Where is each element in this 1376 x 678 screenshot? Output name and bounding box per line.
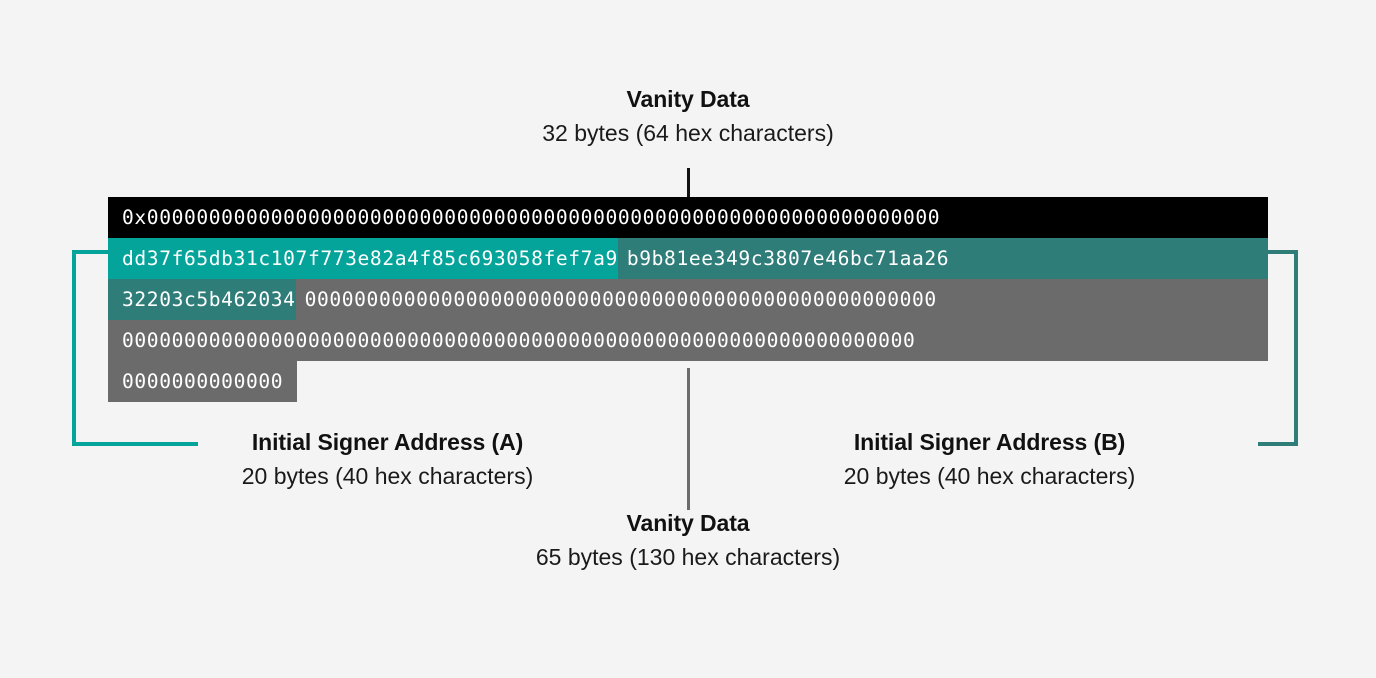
signer-a-title: Initial Signer Address (A) <box>251 429 524 455</box>
vanity-data-bottom-label: Vanity Data 65 bytes (130 hex characters… <box>408 512 968 569</box>
signer-a-label: Initial Signer Address (A) 20 bytes (40 … <box>110 431 665 488</box>
hex-row-1: 0x 0000000000000000000000000000000000000… <box>108 197 1268 238</box>
hex-row-4: 0000000000000000000000000000000000000000… <box>108 320 1268 361</box>
hex-row-4-zeros: 0000000000000000000000000000000000000000… <box>108 320 930 361</box>
connector-line-bottom-icon <box>687 368 690 510</box>
hex-row-1-prefix: 0x <box>108 197 147 238</box>
vanity-data-top-label: Vanity Data 32 bytes (64 hex characters) <box>408 88 968 145</box>
signer-b-subtitle: 20 bytes (40 hex characters) <box>843 463 1136 489</box>
hex-row-2-signer-b: b9b81ee349c3807e46bc71aa26 <box>617 238 964 279</box>
hex-row-1-zeros: 0000000000000000000000000000000000000000… <box>146 197 955 238</box>
signer-a-subtitle: 20 bytes (40 hex characters) <box>241 463 534 489</box>
signer-b-label: Initial Signer Address (B) 20 bytes (40 … <box>712 431 1267 488</box>
hex-row-3-zeros: 0000000000000000000000000000000000000000… <box>295 279 951 320</box>
signer-b-title: Initial Signer Address (B) <box>853 429 1126 455</box>
vanity-data-top-title: Vanity Data <box>626 86 750 112</box>
hex-row-3-signer-b: 32203c5b462034 <box>108 279 296 320</box>
hex-data-block: 0x 0000000000000000000000000000000000000… <box>108 197 1268 402</box>
hex-row-2-signer-a: dd37f65db31c107f773e82a4f85c693058fef7a9 <box>108 238 618 279</box>
hex-row-5-zeros: 0000000000000 <box>108 361 298 402</box>
vanity-data-top-subtitle: 32 bytes (64 hex characters) <box>542 120 834 146</box>
hex-row-3: 32203c5b462034 0000000000000000000000000… <box>108 279 1268 320</box>
hex-row-2: dd37f65db31c107f773e82a4f85c693058fef7a9… <box>108 238 1268 279</box>
vanity-data-bottom-subtitle: 65 bytes (130 hex characters) <box>535 544 841 570</box>
vanity-data-bottom-title: Vanity Data <box>626 510 750 536</box>
connector-line-top-icon <box>687 168 690 198</box>
